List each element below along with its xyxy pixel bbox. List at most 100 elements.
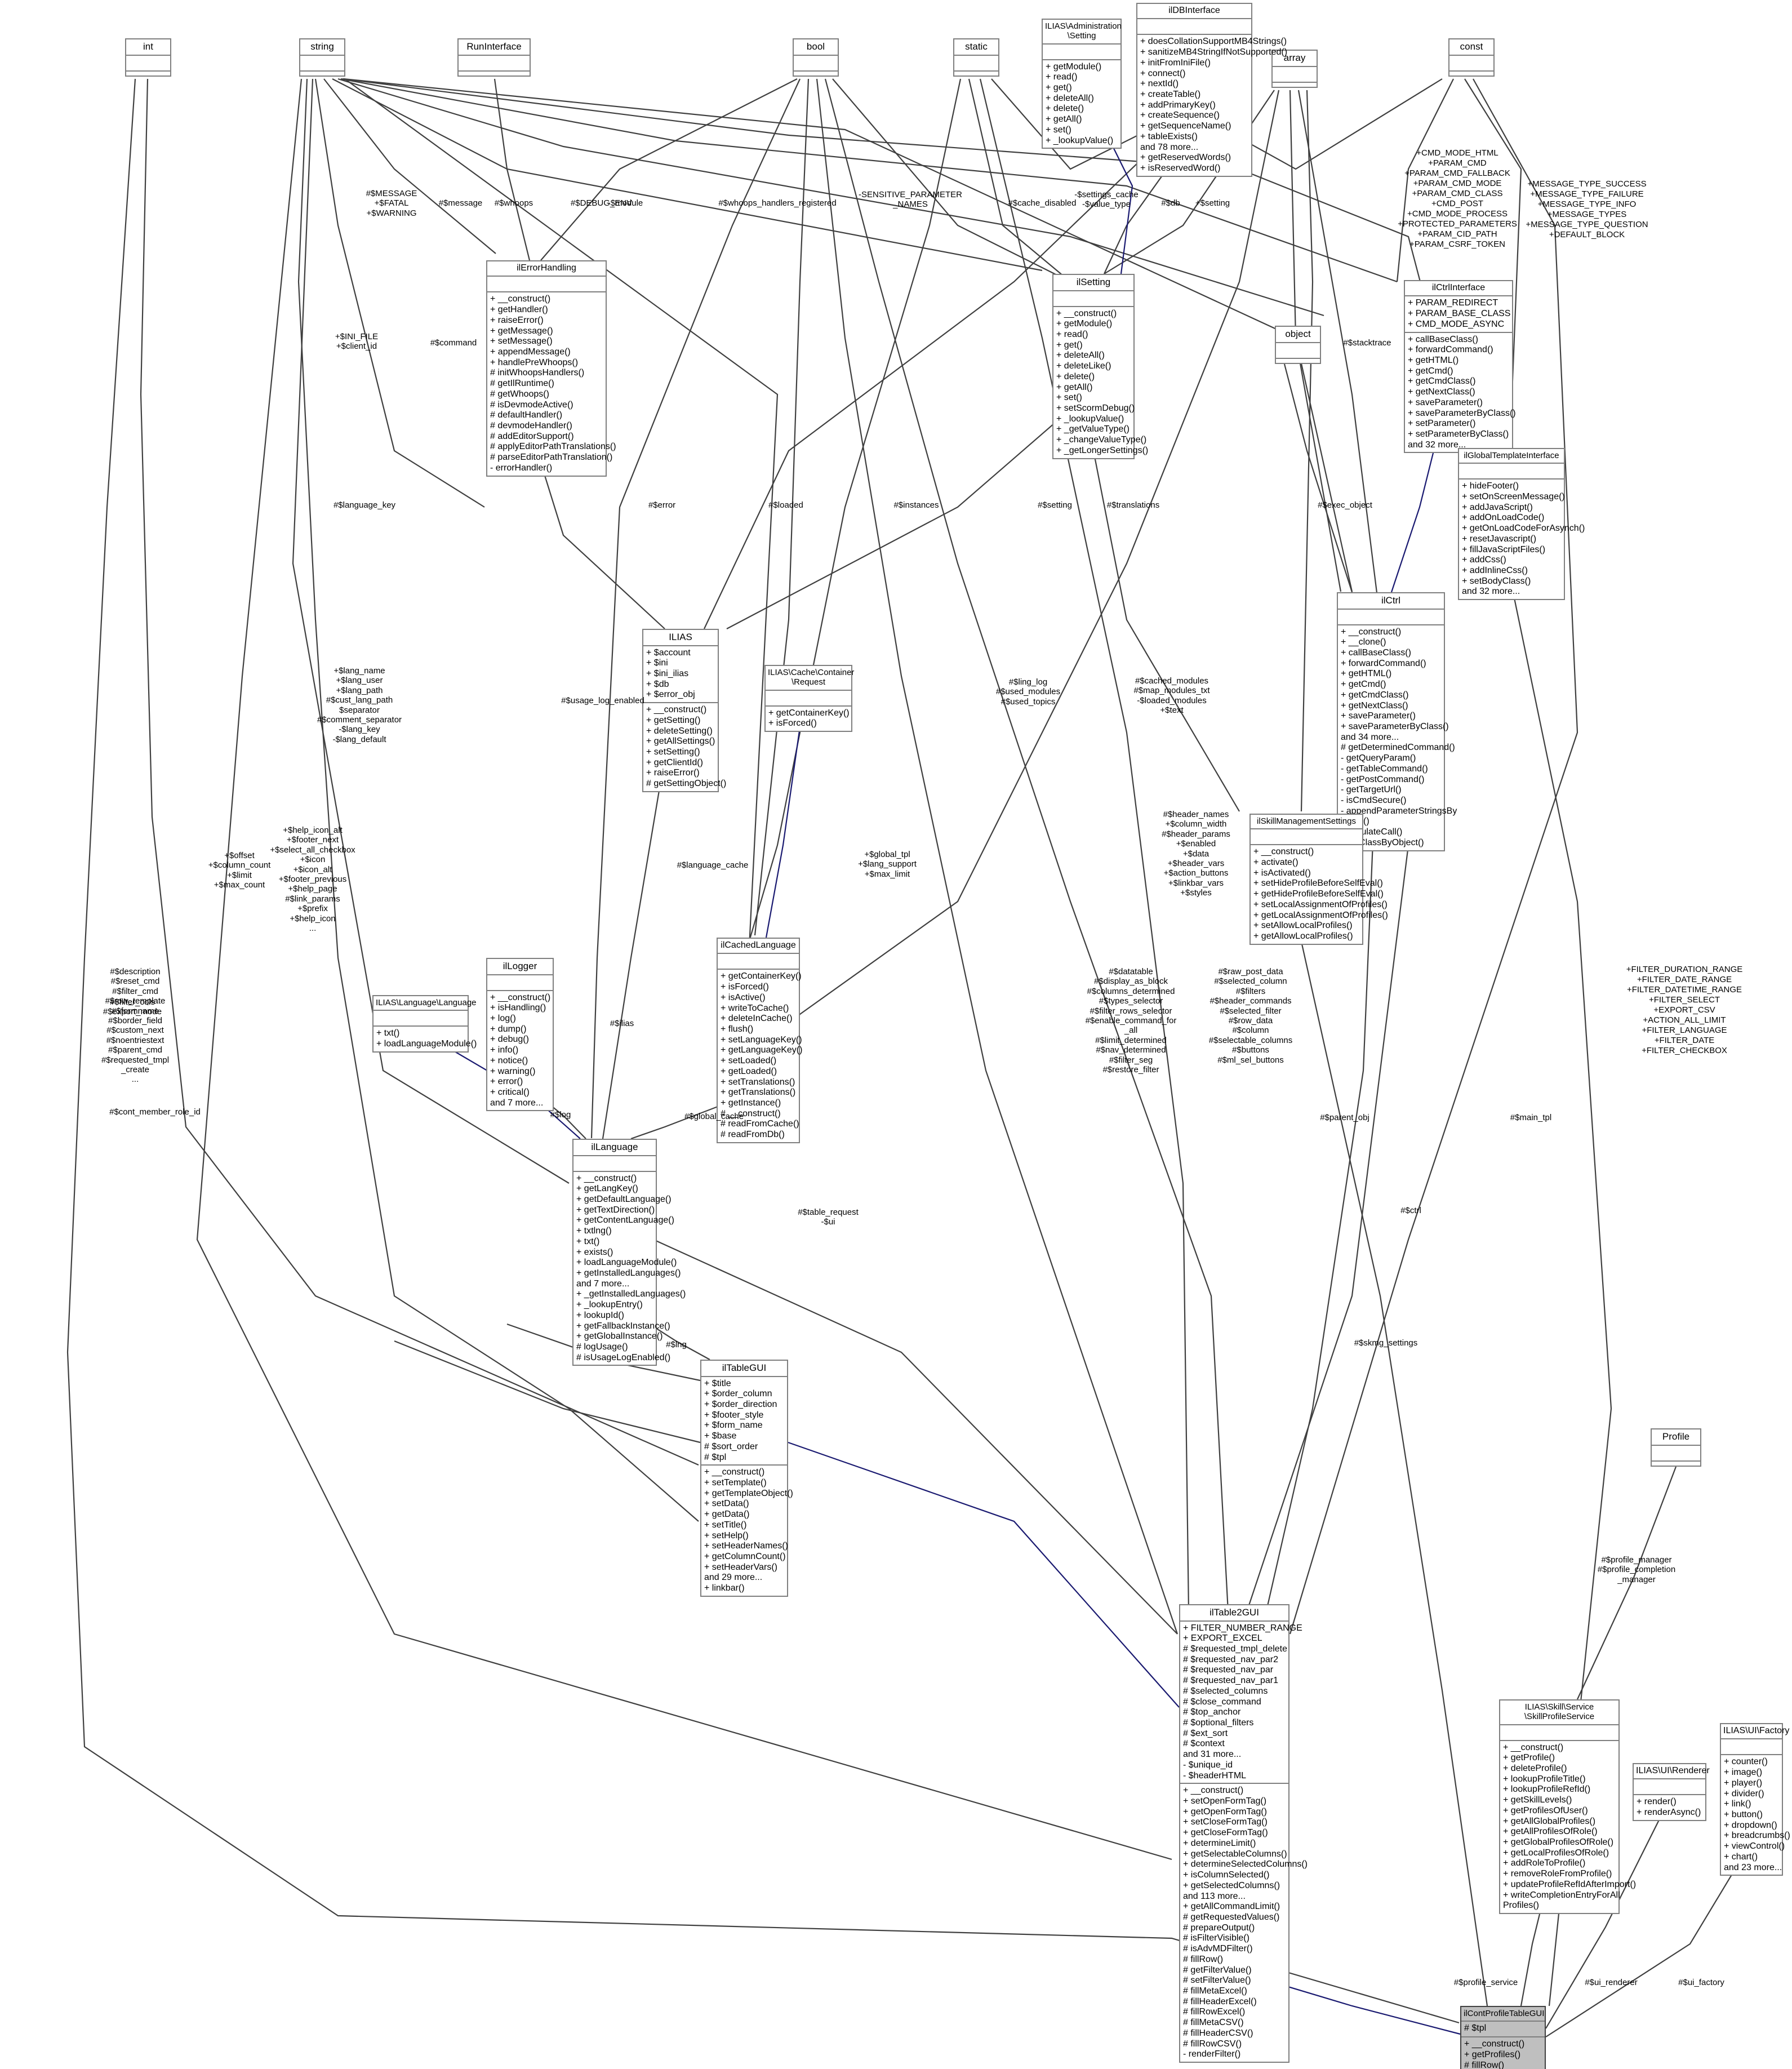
class-node-title: string [300, 39, 344, 56]
class-operation: - getPostCommand() [1341, 774, 1425, 784]
class-node-bool[interactable]: bool [793, 38, 839, 77]
class-node-attributes [1652, 1446, 1700, 1462]
class-node-title: ILIAS\UI\Renderer [1634, 1764, 1710, 1780]
class-operation: # fillMetaExcel() [1183, 1986, 1247, 1996]
edge-label-l-debugenv: #$DEBUG_ENV [570, 198, 633, 208]
class-node-ILIAS[interactable]: ILIAS+ $account+ $ini+ $ini_ilias+ $db+ … [642, 629, 726, 792]
class-operation: - renderFilter() [1183, 2049, 1241, 2059]
class-node-const[interactable]: const [1448, 38, 1495, 77]
class-operation: + appendMessage() [490, 347, 571, 357]
class-node-string[interactable]: string [299, 38, 345, 77]
class-node-RunInterface[interactable]: RunInterface [457, 38, 531, 77]
class-attribute: # $top_anchor [1183, 1707, 1241, 1717]
edge-label-l-lng: #$lng [666, 1340, 687, 1349]
class-operation: + fillJavaScriptFiles() [1462, 544, 1546, 554]
class-node-ilContProfileTableGUI[interactable]: ilContProfileTableGUI# $tpl+ __construct… [1460, 2006, 1546, 2069]
class-operation: + delete() [1046, 104, 1084, 114]
class-node-operations: + getModule()+ read()+ get()+ deleteAll(… [1043, 60, 1120, 148]
class-node-UIFactory[interactable]: ILIAS\UI\Factory+ counter()+ image()+ pl… [1720, 1723, 1790, 1876]
class-operation: + dump() [490, 1024, 527, 1034]
class-node-ilSkillManagementSettings[interactable]: ilSkillManagementSettings+ __construct()… [1249, 814, 1388, 945]
class-node-operations: + __construct()+ getModule()+ read()+ ge… [1053, 307, 1148, 458]
class-node-operations: + __construct()+ getProfile()+ deletePro… [1500, 1741, 1636, 1913]
edge-label-l-profile-manager: #$profile_manager #$profile_completion _… [1597, 1555, 1676, 1584]
class-node-ilTableGUI[interactable]: ilTableGUI+ $title+ $order_column+ $orde… [700, 1360, 793, 1597]
edge-label-l-sensitive: -SENSITIVE_PARAMETER _NAMES [859, 190, 962, 210]
edge-label-l-inifile: +$INI_FILE +$client_id [335, 332, 379, 352]
class-node-attributes [718, 954, 799, 970]
class-operation: + chart() [1724, 1852, 1758, 1862]
edge-label-l-whoops-handlers: #$whoops_handlers_registered [718, 198, 837, 208]
class-node-title: ilDBInterface [1137, 4, 1251, 20]
class-node-SkillProfileService[interactable]: ILIAS\Skill\Service \SkillProfileService… [1499, 1699, 1636, 1914]
class-operation: + txt() [376, 1028, 400, 1038]
class-operation: + getSetting() [646, 715, 701, 725]
class-attribute: # $requested_nav_par1 [1183, 1676, 1279, 1686]
class-node-CacheContainerRequest[interactable]: ILIAS\Cache\Container \Request+ getConta… [764, 665, 854, 732]
class-operation: + addInlineCss() [1462, 566, 1528, 575]
class-node-attributes [1721, 1739, 1782, 1756]
class-operation: + render() [1637, 1797, 1677, 1807]
class-operation: + forwardCommand() [1341, 658, 1426, 668]
class-node-ilErrorHandling[interactable]: ilErrorHandling+ __construct()+ getHandl… [486, 260, 616, 477]
class-attribute: # $context [1183, 1739, 1225, 1749]
class-node-attributes: + $title+ $order_column+ $order_directio… [701, 1377, 787, 1466]
class-node-title: ILIAS\Administration \Setting [1043, 20, 1122, 45]
class-operation: + setHeaderVars() [704, 1562, 777, 1572]
class-operation: # readFromCache() [721, 1119, 799, 1129]
class-node-operations: + doesCollationSupportMB4Strings()+ sani… [1137, 35, 1287, 175]
class-attribute: # $tpl [704, 1452, 727, 1462]
class-operation: + setLoaded() [721, 1056, 777, 1066]
class-node-static[interactable]: static [953, 38, 999, 77]
class-node-attributes [794, 56, 838, 72]
class-operation: # applyEditorPathTranslations() [490, 442, 616, 452]
class-operation: + setCloseFormTag() [1183, 1817, 1268, 1827]
class-operation: # prepareOutput() [1183, 1923, 1255, 1933]
class-node-ilTable2GUI[interactable]: ilTable2GUI+ FILTER_NUMBER_RANGE+ EXPORT… [1179, 1604, 1308, 2063]
class-node-ilSetting[interactable]: ilSetting+ __construct()+ getModule()+ r… [1052, 274, 1148, 459]
class-operation: + error() [490, 1077, 523, 1087]
class-node-ilGlobalTemplateInterface[interactable]: ilGlobalTemplateInterface+ hideFooter()+… [1458, 448, 1585, 601]
class-operation: + raiseError() [646, 768, 700, 778]
edge-label-l-error: #$error [648, 500, 676, 510]
class-node-UIRenderer[interactable]: ILIAS\UI\Renderer+ render()+ renderAsync… [1633, 1763, 1710, 1821]
class-node-operations [794, 72, 838, 75]
class-operation: # getRequestedValues() [1183, 1912, 1280, 1922]
class-attribute: # $sort_order [704, 1441, 758, 1451]
class-operation: + createTable() [1140, 89, 1201, 99]
class-node-LanguageLanguage[interactable]: ILIAS\Language\Language+ txt()+ loadLang… [372, 995, 477, 1053]
edge-label-l-global-cache: #$global_cache [684, 1112, 744, 1121]
edge-label-l-filter-cols: #$filter_cols #$export_mode [103, 997, 162, 1017]
class-operation: + getLocalAssignmentOfProfiles() [1253, 910, 1388, 920]
class-node-array[interactable]: array [1271, 50, 1318, 88]
class-node-object[interactable]: object [1275, 326, 1321, 364]
class-node-attributes [487, 277, 606, 293]
class-node-ilLogger[interactable]: ilLogger+ __construct()+ isHandling()+ l… [486, 958, 554, 1112]
class-node-title: Profile [1652, 1429, 1700, 1446]
edge-label-l-global-tpl: +$global_tpl +$lang_support +$max_limit [858, 850, 917, 879]
class-operation: # isUsageLogEnabled() [576, 1352, 671, 1362]
edge-label-l-main-tpl: #$main_tpl [1510, 1113, 1552, 1122]
class-node-Profile[interactable]: Profile [1651, 1428, 1701, 1467]
class-operation: and 7 more... [490, 1098, 544, 1108]
class-operation: # isFilterVisible() [1183, 1933, 1249, 1943]
edge-label-l-db: #$db [1161, 198, 1180, 208]
const-label-message-consts: +MESSAGE_TYPE_SUCCESS +MESSAGE_TYPE_FAIL… [1526, 179, 1648, 239]
class-operation: - appendParameterStringsBy [1341, 806, 1457, 816]
class-node-ilDBInterface[interactable]: ilDBInterface + doesCollationSupportMB4St… [1136, 3, 1287, 177]
class-node-operations: + counter()+ image()+ player()+ divider(… [1721, 1755, 1790, 1875]
class-node-ilCachedLanguage[interactable]: ilCachedLanguage+ getContainerKey()+ isF… [717, 938, 802, 1143]
class-operation: + divider() [1724, 1788, 1764, 1799]
class-node-ilLanguage[interactable]: ilLanguage+ __construct()+ getLangKey()+… [572, 1139, 686, 1366]
class-node-ilCtrlInterface[interactable]: ilCtrlInterface+ PARAM_REDIRECT+ PARAM_B… [1404, 280, 1516, 454]
class-node-ilCtrl[interactable]: ilCtrl+ __construct()+ __clone()+ callBa… [1337, 592, 1457, 851]
class-node-int[interactable]: int [125, 38, 171, 77]
class-node-attributes [459, 56, 530, 72]
class-node-operations: + __construct()+ __clone()+ callBaseClas… [1338, 625, 1457, 850]
class-node-title: ilLanguage [573, 1140, 656, 1156]
class-operation: + getSkillLevels() [1503, 1795, 1572, 1805]
class-operation: + set() [1056, 393, 1082, 403]
class-node-AdministrationSetting[interactable]: ILIAS\Administration \Setting + getModule… [1042, 19, 1122, 149]
class-operation: + getHandler() [490, 305, 548, 315]
class-operation: # defaultHandler() [490, 410, 563, 420]
